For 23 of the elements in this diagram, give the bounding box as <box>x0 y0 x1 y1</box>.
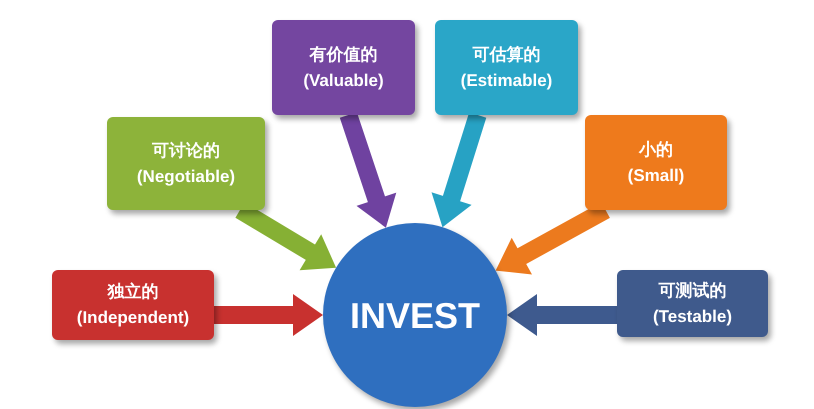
box-label: (Negotiable) <box>136 166 236 188</box>
box-label: 可估算的 <box>472 44 540 66</box>
box-label: (Testable) <box>652 306 732 328</box>
label-box <box>585 115 727 210</box>
box-label: (Independent) <box>76 307 190 329</box>
box-label: (Estimable) <box>460 70 552 92</box>
arrow <box>214 294 323 336</box>
label-box <box>617 270 768 337</box>
box-label: 小的 <box>639 138 673 160</box>
box-label: 可讨论的 <box>152 140 220 162</box>
box-label: 独立的 <box>108 281 158 303</box>
arrow <box>432 112 486 228</box>
center-title: INVEST <box>350 294 480 338</box>
box-label: (Valuable) <box>303 70 384 92</box>
arrow <box>507 294 617 336</box>
label-box <box>107 117 265 210</box>
box-label: (Small) <box>628 164 684 186</box>
label-box <box>272 20 415 115</box>
label-box <box>52 270 214 340</box>
label-box <box>435 20 578 115</box>
box-label: 有价值的 <box>310 44 378 66</box>
box-label: 可测试的 <box>658 280 726 302</box>
arrow <box>340 112 396 228</box>
